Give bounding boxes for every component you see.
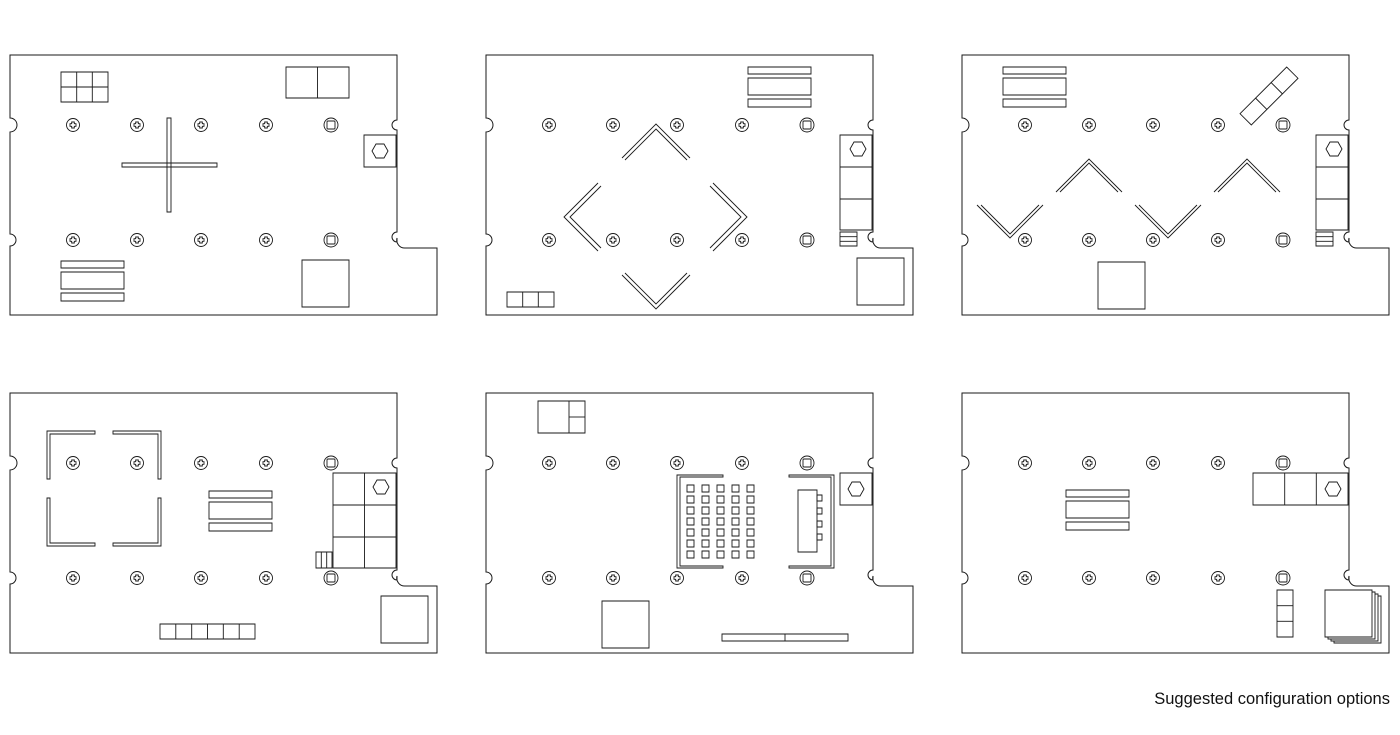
room-outline [961,54,1390,316]
plan-3-zigzag-walls [961,54,1390,316]
counter-row [1253,473,1348,505]
plan-2-diamond-walls [485,54,914,316]
vertical-tile-row [1277,590,1293,637]
room-outline [9,54,438,316]
configuration-plans-diagram [9,54,1390,654]
columns [66,455,339,586]
plan-5-theatre-seating [485,392,914,654]
plan-6-open-floor [961,392,1390,654]
shelving [1065,489,1130,531]
booth-grid [333,473,396,568]
hex-stool [839,472,873,506]
stage-platform [789,475,834,568]
columns [542,117,815,248]
diagonal-table-row [1240,67,1298,125]
sofa-unit [286,67,349,98]
caption: Suggested configuration options [1154,690,1390,708]
tile-row [507,292,554,307]
columns [1018,455,1291,586]
room-outline [485,392,914,654]
shelving [60,260,125,302]
zigzag-walls [977,159,1280,238]
cross-partition [122,118,217,212]
square-platform [301,259,350,308]
columns [1018,117,1291,248]
shelving [747,66,812,108]
table-grid [61,72,108,102]
shelving [208,490,273,532]
diamond-walls [564,124,747,309]
plan-1-cross-partition [9,54,438,316]
square-platform [380,595,429,644]
seating-block [677,475,754,568]
steps [316,552,332,568]
booth-counter [840,135,872,230]
long-bench [722,634,848,641]
square-platform [1097,261,1146,310]
steps [840,232,857,246]
square-platform [856,257,905,306]
plan-4-corner-walls [9,392,438,654]
stacked-platforms [1325,590,1381,643]
table-grid [538,401,585,433]
room-outline [485,54,914,316]
columns [66,117,339,248]
shelving [1002,66,1067,108]
steps [1316,232,1333,246]
tile-row [160,624,255,639]
hex-stool [363,134,397,168]
corner-walls [47,431,161,546]
square-platform [601,600,650,649]
booth-counter [1316,135,1348,230]
